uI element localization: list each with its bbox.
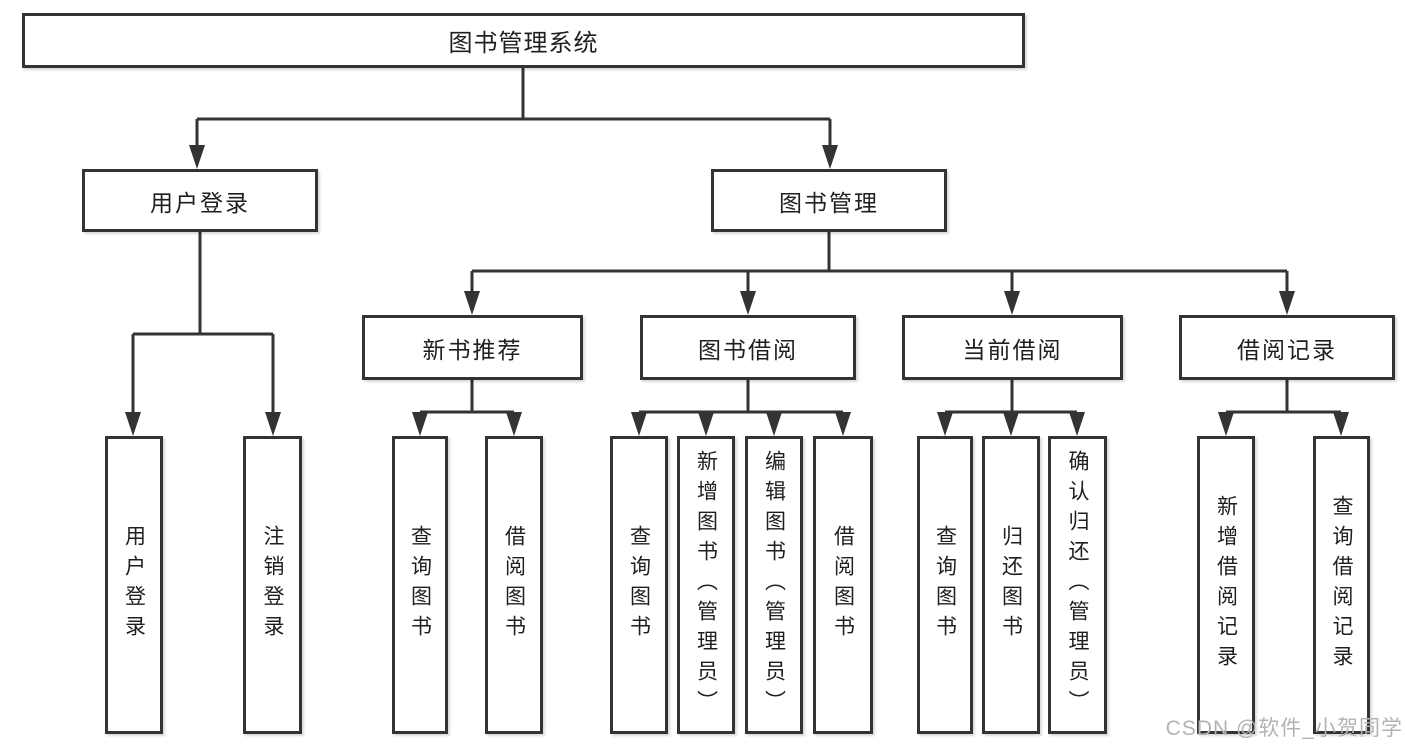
node-label: 图书借阅 [698,336,798,363]
node-label: 新增借阅记录 [1214,495,1238,675]
node-label: 查询借阅记录 [1330,495,1353,675]
leaf-add-book-admin: 新增图书（管理员） [677,436,735,734]
node-label: 当前借阅 [962,336,1063,363]
leaf-borrow-books-recommend: 借阅图书 [485,436,543,734]
node-label: 新书推荐 [422,336,523,363]
watermark: CSDN @软件_小贺同学 [1165,717,1403,740]
node-label: 图书管理系统 [448,30,599,57]
leaf-query-books-current: 查询图书 [917,436,973,734]
node-label: 查询图书 [408,525,432,645]
node-new-book-recommend: 新书推荐 [362,315,583,380]
leaf-confirm-return-admin: 确认归还（管理员） [1048,436,1107,734]
node-root-system: 图书管理系统 [22,13,1025,68]
leaf-user-login: 用户登录 [105,436,163,734]
node-label: 确认归还（管理员） [1066,450,1089,720]
node-label: 借阅图书 [502,525,526,645]
node-user-login: 用户登录 [82,169,318,232]
node-borrow-records: 借阅记录 [1179,315,1395,380]
leaf-query-books-borrow: 查询图书 [610,436,668,734]
leaf-add-borrow-record: 新增借阅记录 [1197,436,1255,734]
node-label: 编辑图书（管理员） [762,450,786,720]
node-label: 查询图书 [627,525,651,645]
node-book-management: 图书管理 [711,169,947,232]
node-label: 注销登录 [261,525,284,645]
node-label: 新增图书（管理员） [694,450,718,720]
node-label: 用户登录 [150,189,250,216]
node-label: 图书管理 [779,189,879,216]
node-label: 借阅图书 [831,525,855,645]
node-label: 用户登录 [122,525,146,645]
leaf-borrow-books: 借阅图书 [813,436,873,734]
node-label: 归还图书 [999,525,1023,645]
leaf-query-borrow-record: 查询借阅记录 [1313,436,1370,734]
leaf-logout: 注销登录 [243,436,302,734]
node-label: 查询图书 [933,525,957,645]
leaf-query-books-recommend: 查询图书 [392,436,448,734]
node-book-borrow: 图书借阅 [640,315,856,380]
node-label: 借阅记录 [1237,336,1337,363]
node-current-borrow: 当前借阅 [902,315,1123,380]
leaf-edit-book-admin: 编辑图书（管理员） [745,436,803,734]
leaf-return-book: 归还图书 [982,436,1040,734]
